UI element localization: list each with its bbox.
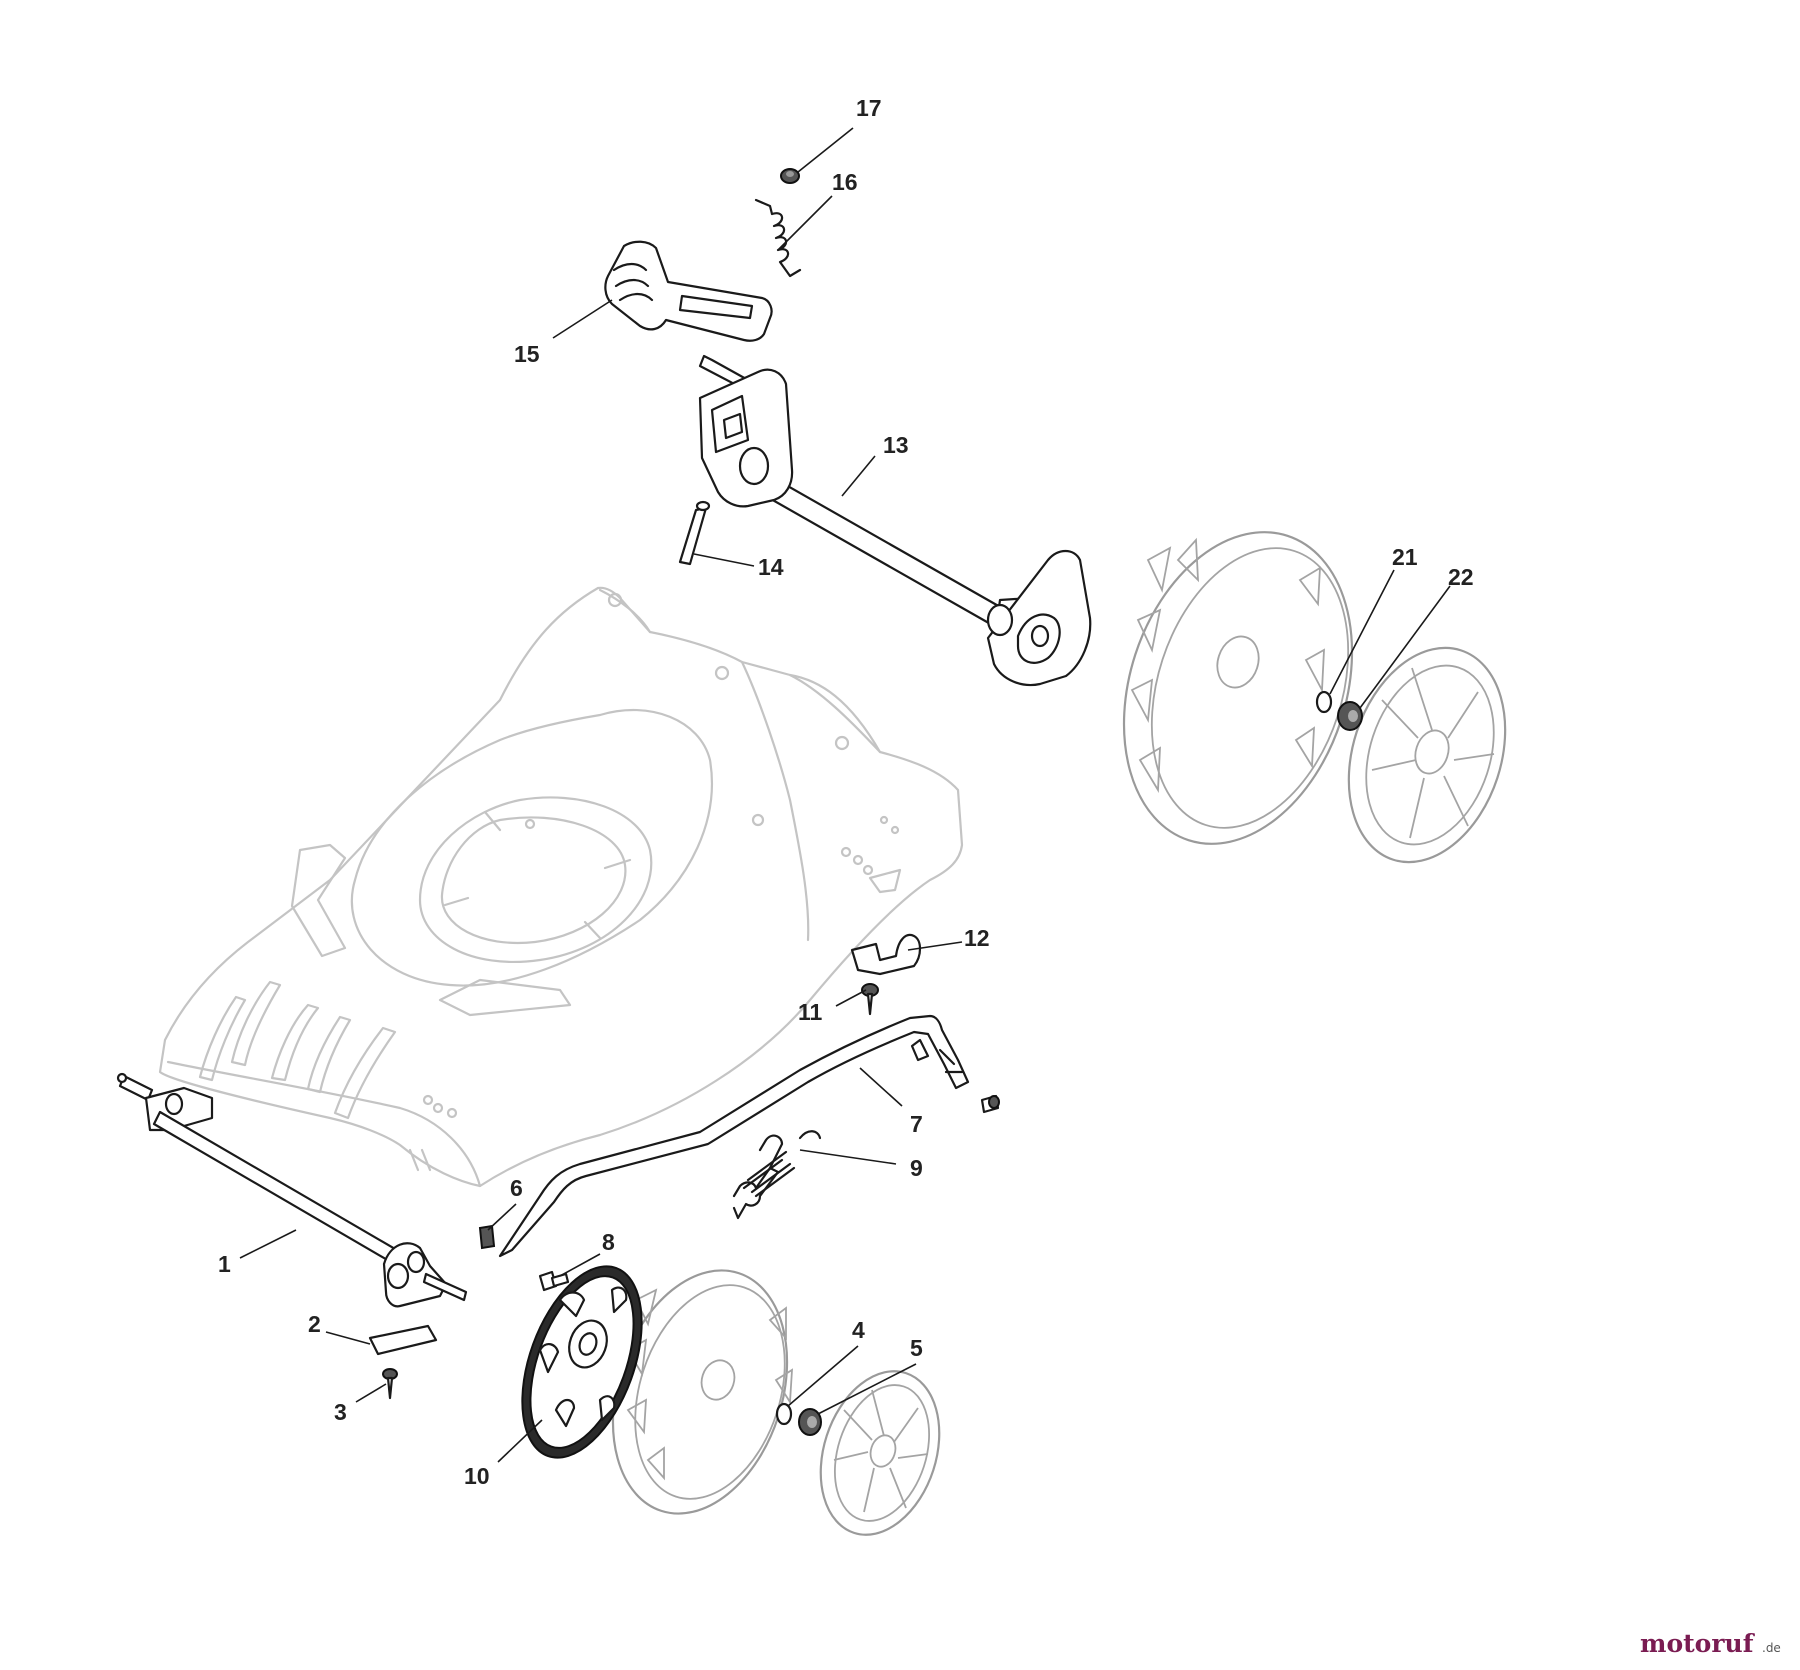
rear-hubcap — [1347, 646, 1507, 864]
callout-labels: 17 16 15 13 14 21 22 12 11 7 9 6 8 1 2 3… — [218, 95, 1474, 1489]
callout-8: 8 — [602, 1229, 615, 1255]
front-axle-1 — [116, 1072, 468, 1308]
plate-2 — [368, 1324, 438, 1356]
callout-14: 14 — [758, 554, 784, 580]
callout-13: 13 — [883, 432, 909, 458]
height-lever-15 — [604, 240, 773, 342]
height-rod-7 — [498, 1014, 970, 1258]
callout-3: 3 — [334, 1399, 347, 1425]
front-hubcap — [819, 1370, 941, 1536]
callout-6: 6 — [510, 1175, 523, 1201]
screw-8 — [538, 1270, 570, 1292]
mower-deck — [158, 586, 964, 1188]
callout-1: 1 — [218, 1251, 231, 1277]
nut-22 — [1337, 701, 1363, 731]
callout-2: 2 — [308, 1311, 321, 1337]
washer-21 — [1315, 690, 1333, 714]
callout-9: 9 — [910, 1155, 923, 1181]
callout-21: 21 — [1392, 544, 1418, 570]
clip-6 — [478, 1224, 496, 1250]
rear-axle-assembly — [698, 354, 1092, 687]
washer-4 — [775, 1402, 793, 1426]
callout-12: 12 — [964, 925, 990, 951]
callout-11: 11 — [798, 999, 823, 1025]
callout-22: 22 — [1448, 564, 1474, 590]
front-wheel — [611, 1269, 794, 1515]
callout-5: 5 — [910, 1335, 923, 1361]
callout-17: 17 — [856, 95, 882, 121]
callout-15: 15 — [514, 341, 540, 367]
leader-lines — [239, 127, 1451, 1463]
spring-16 — [754, 198, 802, 278]
bolt-rod-end — [980, 1094, 1000, 1114]
pin-14 — [678, 500, 711, 566]
bracket-12 — [850, 933, 922, 976]
callout-4: 4 — [852, 1317, 865, 1343]
drive-disc-10 — [521, 1265, 643, 1459]
nut-5 — [798, 1408, 822, 1436]
spring-9 — [732, 1130, 822, 1220]
screw-3 — [382, 1368, 398, 1400]
watermark-name: motoruf — [1640, 1629, 1756, 1658]
callout-7: 7 — [910, 1111, 923, 1137]
callout-10: 10 — [464, 1463, 490, 1489]
callout-16: 16 — [832, 169, 858, 195]
rear-wheel — [1122, 531, 1354, 845]
screw-11 — [861, 983, 879, 1016]
nut-17 — [780, 168, 800, 184]
watermark-tld: .de — [1762, 1641, 1781, 1655]
motoruf-watermark: motoruf .de — [1640, 1629, 1781, 1658]
